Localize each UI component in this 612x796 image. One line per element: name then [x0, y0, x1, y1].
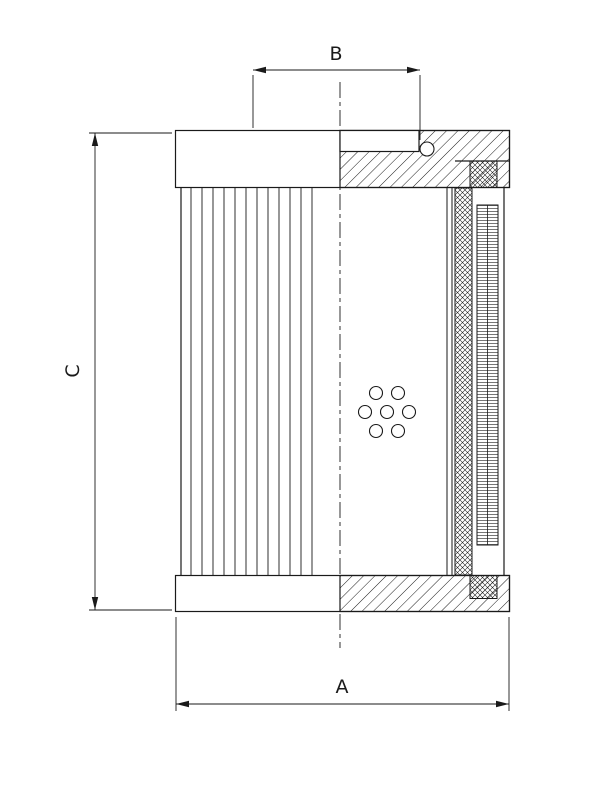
bottom-end-cap	[174, 574, 511, 613]
top-cap-port-notch	[339, 129, 420, 153]
dimension-a-arrow-left	[176, 700, 189, 708]
o-ring-seal	[419, 141, 435, 157]
bottom-seal-block	[469, 575, 498, 599]
dimension-c-label: C	[62, 364, 84, 377]
dimension-a	[175, 617, 510, 711]
top-end-cap	[174, 129, 511, 189]
perforation-holes	[357, 385, 417, 439]
dimension-a-arrow-right	[496, 700, 509, 708]
perforation-hole	[357, 404, 373, 420]
core-section	[446, 187, 505, 576]
dimension-c-arrow-bottom	[91, 597, 99, 610]
pleat-lines	[190, 188, 313, 575]
perforation-hole	[379, 404, 395, 420]
dimension-c	[89, 132, 172, 611]
pleated-media	[180, 188, 313, 575]
perforation-hole	[368, 423, 384, 439]
perforation-hole	[368, 385, 384, 401]
perforation-hole	[390, 423, 406, 439]
dimension-b	[252, 66, 421, 140]
dimension-c-arrow-top	[91, 133, 99, 146]
dimension-b-arrow-left	[253, 66, 266, 74]
media-layer-crosshatch-band	[454, 187, 473, 576]
top-seal-block	[469, 160, 498, 188]
dimension-b-label: B	[329, 43, 342, 65]
perforation-hole	[401, 404, 417, 420]
perforation-hole	[390, 385, 406, 401]
dimension-b-arrow-right	[407, 66, 420, 74]
dimension-a-label: A	[336, 676, 349, 698]
